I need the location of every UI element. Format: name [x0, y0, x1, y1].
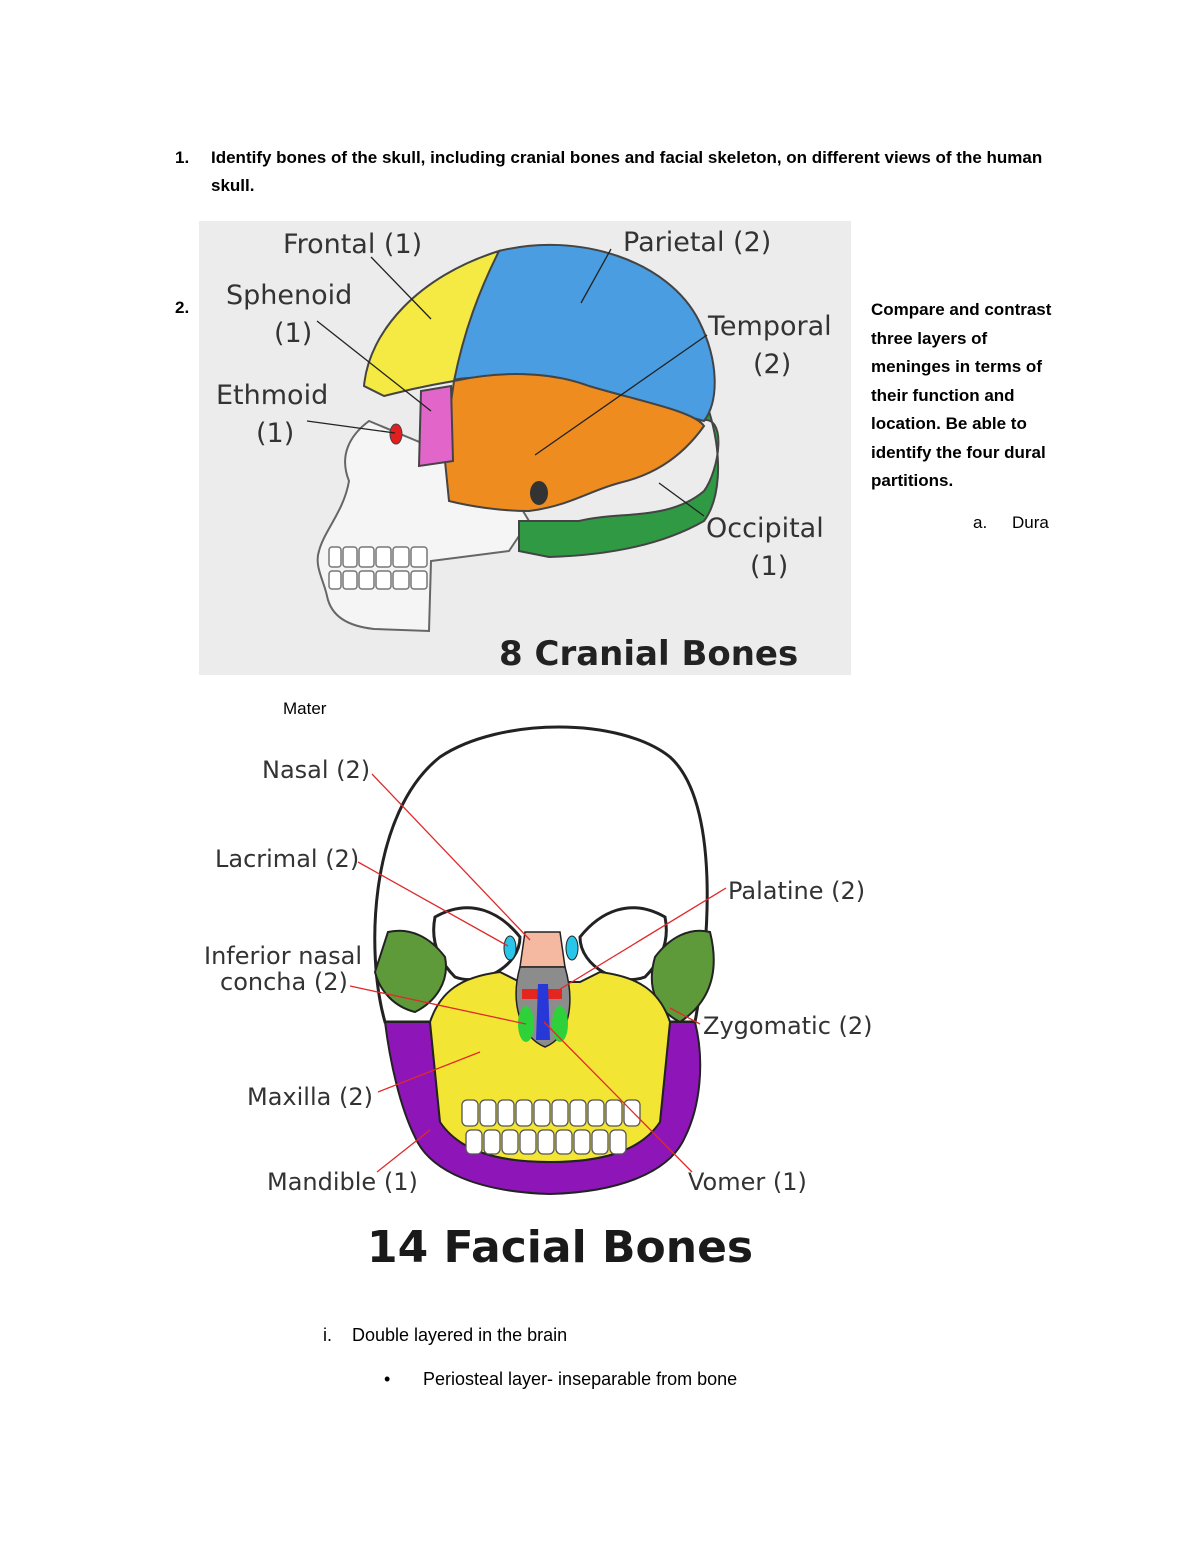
label-frontal: Frontal (1): [283, 229, 422, 260]
label-mandible: Mandible (1): [267, 1168, 418, 1196]
sphenoid-bone: [417, 384, 455, 468]
label-ethmoid-line1: Ethmoid: [216, 380, 328, 411]
bullet-text: Periosteal layer- inseparable from bone: [423, 1369, 738, 1389]
sub-a-label: a.: [973, 513, 988, 532]
lacrimal-bone-left: [503, 935, 517, 961]
frontal-bone: [362, 249, 501, 398]
cranial-diagram-title: 8 Cranial Bones: [499, 634, 798, 674]
sub-a-text-part2: Mater: [283, 699, 327, 718]
cranial-bones-diagram: Frontal (1) Parietal (2) Sphenoid (1) Te…: [199, 221, 851, 675]
question-2-number: 2.: [175, 298, 190, 317]
skull-teeth: [328, 546, 428, 590]
label-nasal: Nasal (2): [262, 756, 370, 784]
facial-leader-lines: [349, 773, 727, 1173]
bullet-symbol: •: [384, 1369, 391, 1389]
label-concha-line2: concha (2): [220, 968, 348, 996]
label-vomer: Vomer (1): [688, 1168, 807, 1196]
ear-canal: [530, 481, 548, 505]
lacrimal-bone-right: [565, 935, 579, 961]
facial-diagram-title: 14 Facial Bones: [367, 1222, 753, 1273]
label-ethmoid-line2: (1): [256, 418, 294, 449]
sub-a-text-part1: Dura: [1012, 513, 1049, 532]
label-maxilla: Maxilla (2): [247, 1083, 373, 1111]
facial-teeth: [461, 1099, 641, 1155]
sub-i-label: i.: [323, 1325, 332, 1345]
label-sphenoid-line1: Sphenoid: [226, 280, 352, 311]
label-zygomatic: Zygomatic (2): [703, 1012, 873, 1040]
label-temporal-line2: (2): [753, 349, 791, 380]
label-temporal-line1: Temporal: [707, 311, 832, 342]
label-palatine: Palatine (2): [728, 877, 865, 905]
label-sphenoid-line2: (1): [274, 318, 312, 349]
label-occipital-line2: (1): [750, 551, 788, 582]
sub-i-text: Double layered in the brain: [352, 1325, 568, 1345]
question-2-text: Compare and contrast three layers of men…: [871, 300, 1052, 490]
label-concha-line1: Inferior nasal: [204, 942, 362, 970]
label-lacrimal: Lacrimal (2): [215, 845, 359, 873]
question-1-number: 1.: [175, 148, 190, 167]
vomer-bone: [536, 984, 550, 1040]
facial-bones-diagram: Nasal (2) Lacrimal (2) Palatine (2) Infe…: [204, 725, 873, 1273]
label-occipital-line1: Occipital: [706, 513, 824, 544]
zygomatic-bone-left: [373, 929, 447, 1014]
inferior-nasal-concha-right: [552, 1006, 568, 1042]
temporal-bone: [442, 373, 706, 513]
cranial-leader-lines: [306, 248, 708, 517]
question-1-text: Identify bones of the skull, including c…: [211, 148, 1043, 195]
occipital-bone: [518, 409, 720, 559]
ethmoid-bone: [389, 423, 403, 445]
label-parietal: Parietal (2): [623, 227, 771, 258]
